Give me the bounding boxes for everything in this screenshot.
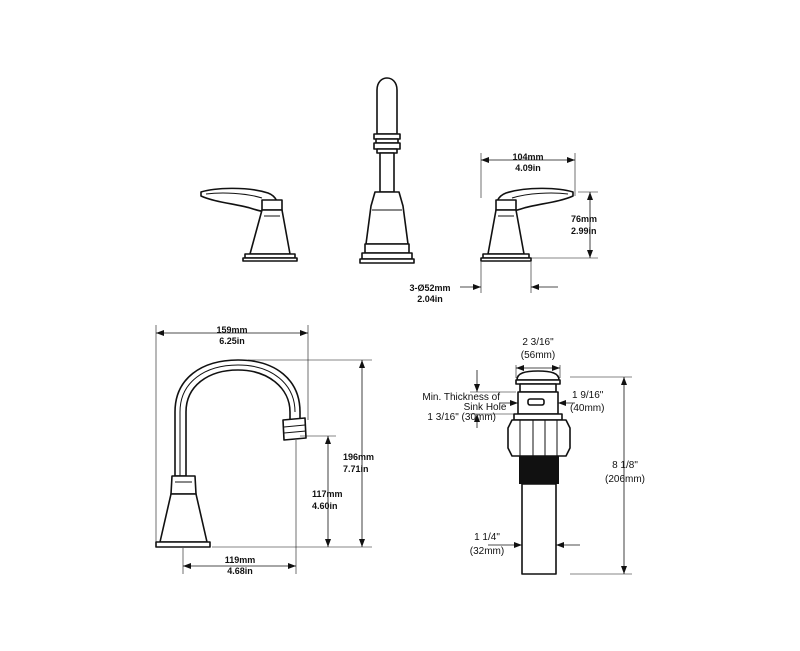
drain-flange-mm-label: (40mm)	[570, 403, 604, 414]
drain-flange-dimension	[500, 400, 575, 406]
handle-height-in-label: 2.99in	[571, 226, 597, 236]
spout-clearance-dimension	[300, 435, 336, 547]
spout-height-dimension	[212, 359, 372, 548]
handle-height-mm-label: 76mm	[571, 214, 597, 224]
spout-base-mm-label: 119mm	[225, 555, 256, 565]
handle-width-mm-label: 104mm	[512, 152, 543, 162]
drain-assembly-drawing	[507, 370, 571, 575]
base-diameter-dimension	[460, 262, 558, 293]
spout-clearance-mm-label: 117mm	[312, 489, 343, 499]
drain-length-mm-label: (206mm)	[605, 474, 645, 485]
spout-base-dimension	[182, 440, 297, 574]
sink-thickness-line3: 1 3/16" (30mm)	[427, 412, 496, 423]
base-diameter-mm-label: 3-Ø52mm	[409, 283, 450, 293]
handle-width-in-label: 4.09in	[515, 163, 541, 173]
base-diameter-in-label: 2.04in	[417, 294, 443, 304]
sink-thickness-line2: Sink Hole	[464, 402, 507, 413]
handle-width-dimension	[480, 153, 576, 198]
spout-height-in-label: 7.71in	[343, 464, 369, 474]
spout-front-drawing	[359, 77, 415, 264]
drain-top-width-mm-label: (56mm)	[521, 350, 555, 361]
sink-thickness-dimension	[470, 370, 516, 428]
spout-side-drawing	[155, 359, 307, 548]
spout-height-mm-label: 196mm	[343, 452, 374, 462]
drain-length-in-label: 8 1/8"	[612, 460, 638, 471]
handle-height-dimension	[531, 191, 598, 259]
drain-length-dimension	[570, 376, 632, 575]
sink-thickness-line1: Min. Thickness of	[422, 392, 500, 403]
right-handle-drawing	[480, 187, 574, 262]
spout-reach-dimension	[155, 325, 309, 542]
spout-reach-mm-label: 159mm	[216, 325, 247, 335]
drain-tailpiece-mm-label: (32mm)	[470, 546, 504, 557]
drain-top-width-dimension	[515, 365, 561, 378]
spout-reach-in-label: 6.25in	[219, 336, 245, 346]
spout-clearance-in-label: 4.60in	[312, 501, 338, 511]
drain-tailpiece-in-label: 1 1/4"	[474, 532, 500, 543]
spout-base-in-label: 4.68in	[227, 566, 253, 576]
left-handle-drawing	[200, 187, 298, 262]
drain-top-width-in-label: 2 3/16"	[522, 337, 554, 348]
drain-flange-in-label: 1 9/16"	[572, 390, 604, 401]
drain-tailpiece-dimension	[488, 542, 580, 548]
